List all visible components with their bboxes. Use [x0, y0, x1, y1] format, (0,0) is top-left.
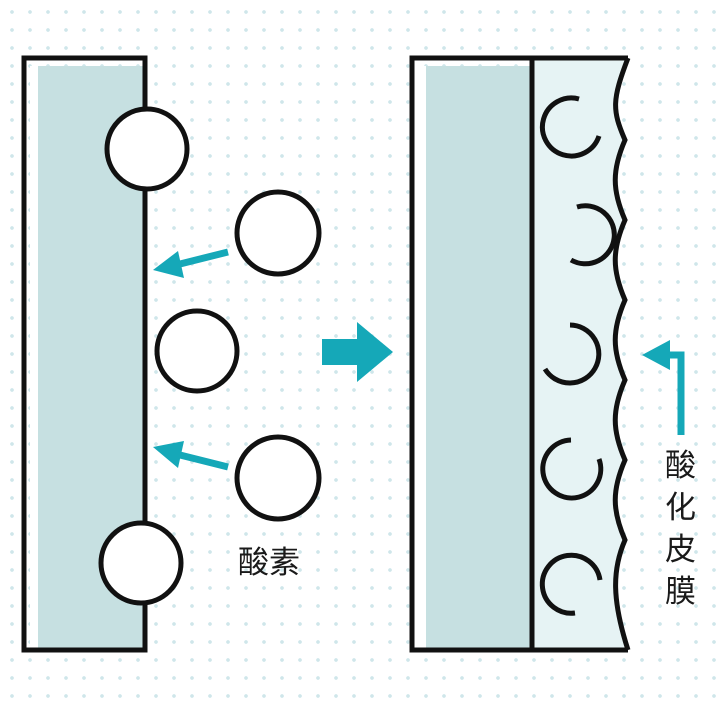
- metal-edge-highlight: [30, 66, 38, 648]
- metal-edge-highlight-right: [418, 66, 426, 648]
- arrow-oxide-film-head: [642, 340, 670, 370]
- oxide-film-label-char-3: 皮: [665, 532, 696, 568]
- oxide-film-label: 酸 化 皮 膜: [665, 448, 696, 610]
- oxide-film-label-char-2: 化: [665, 490, 696, 526]
- right-panel: 酸 化 皮 膜: [412, 58, 696, 650]
- oxygen-atom-bottom-surface: [101, 523, 181, 603]
- oxide-film: [532, 58, 628, 650]
- left-panel: 酸素: [24, 58, 319, 650]
- oxygen-atom-middle: [157, 311, 237, 391]
- arrow-oxygen-2: [153, 441, 228, 468]
- oxygen-atom-top-surface: [107, 109, 187, 189]
- oxide-film-label-char-1: 酸: [665, 448, 696, 484]
- arrow-oxygen-1: [153, 251, 228, 278]
- oxygen-label: 酸素: [238, 545, 300, 581]
- metal-bar-right: [418, 66, 530, 648]
- oxide-film-label-char-4: 膜: [665, 574, 696, 610]
- transition-arrow: [322, 322, 393, 382]
- oxygen-atom-gas-1: [237, 192, 319, 274]
- oxygen-atom-gas-2: [237, 437, 319, 519]
